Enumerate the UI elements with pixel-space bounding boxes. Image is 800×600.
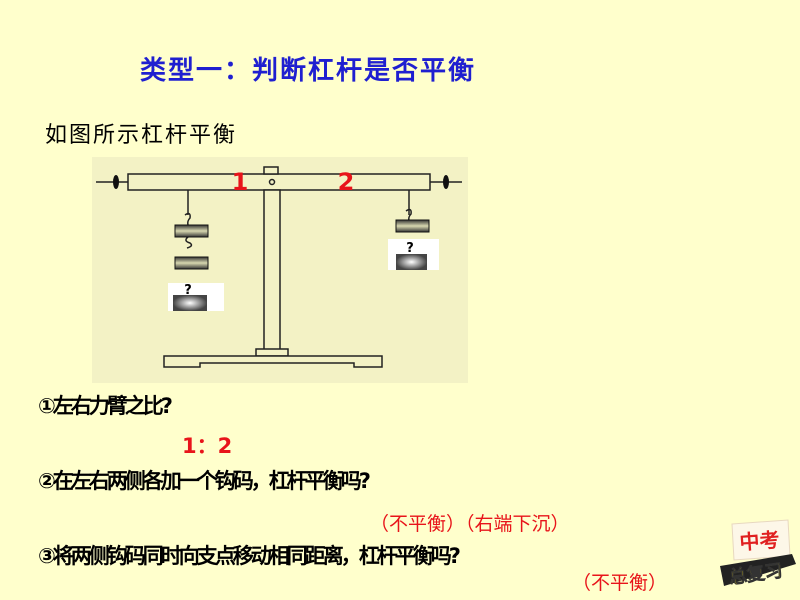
left-arm-label: 1 — [232, 168, 249, 196]
question-1: ①左右力臂之比? — [38, 394, 173, 418]
review-badge-logo: 中考 总复习 — [718, 518, 796, 590]
lever-illustration: ? ? 1 2 — [96, 166, 462, 368]
right-arm-label: 2 — [338, 168, 355, 196]
slide-subtitle: 如图所示杠杆平衡 — [45, 123, 238, 148]
svg-text:中考: 中考 — [739, 528, 781, 555]
question-2: ②在左右两侧各加一个钩码，杠杆平衡吗? — [38, 469, 371, 493]
unknown-weight-left: ? — [184, 283, 192, 298]
question-3: ③将两侧钩码同时向支点移动相同距离，杠杆平衡吗? — [38, 544, 461, 568]
answer-3: （不平衡） — [572, 572, 668, 594]
unknown-weight-right: ? — [406, 241, 414, 256]
answer-2: （不平衡）（右端下沉） — [370, 513, 570, 535]
slide-title: 类型一：判断杠杆是否平衡 — [140, 56, 477, 86]
answer-1: 1：2 — [182, 434, 233, 458]
lever-diagram: ? ? 1 2 — [92, 157, 468, 383]
